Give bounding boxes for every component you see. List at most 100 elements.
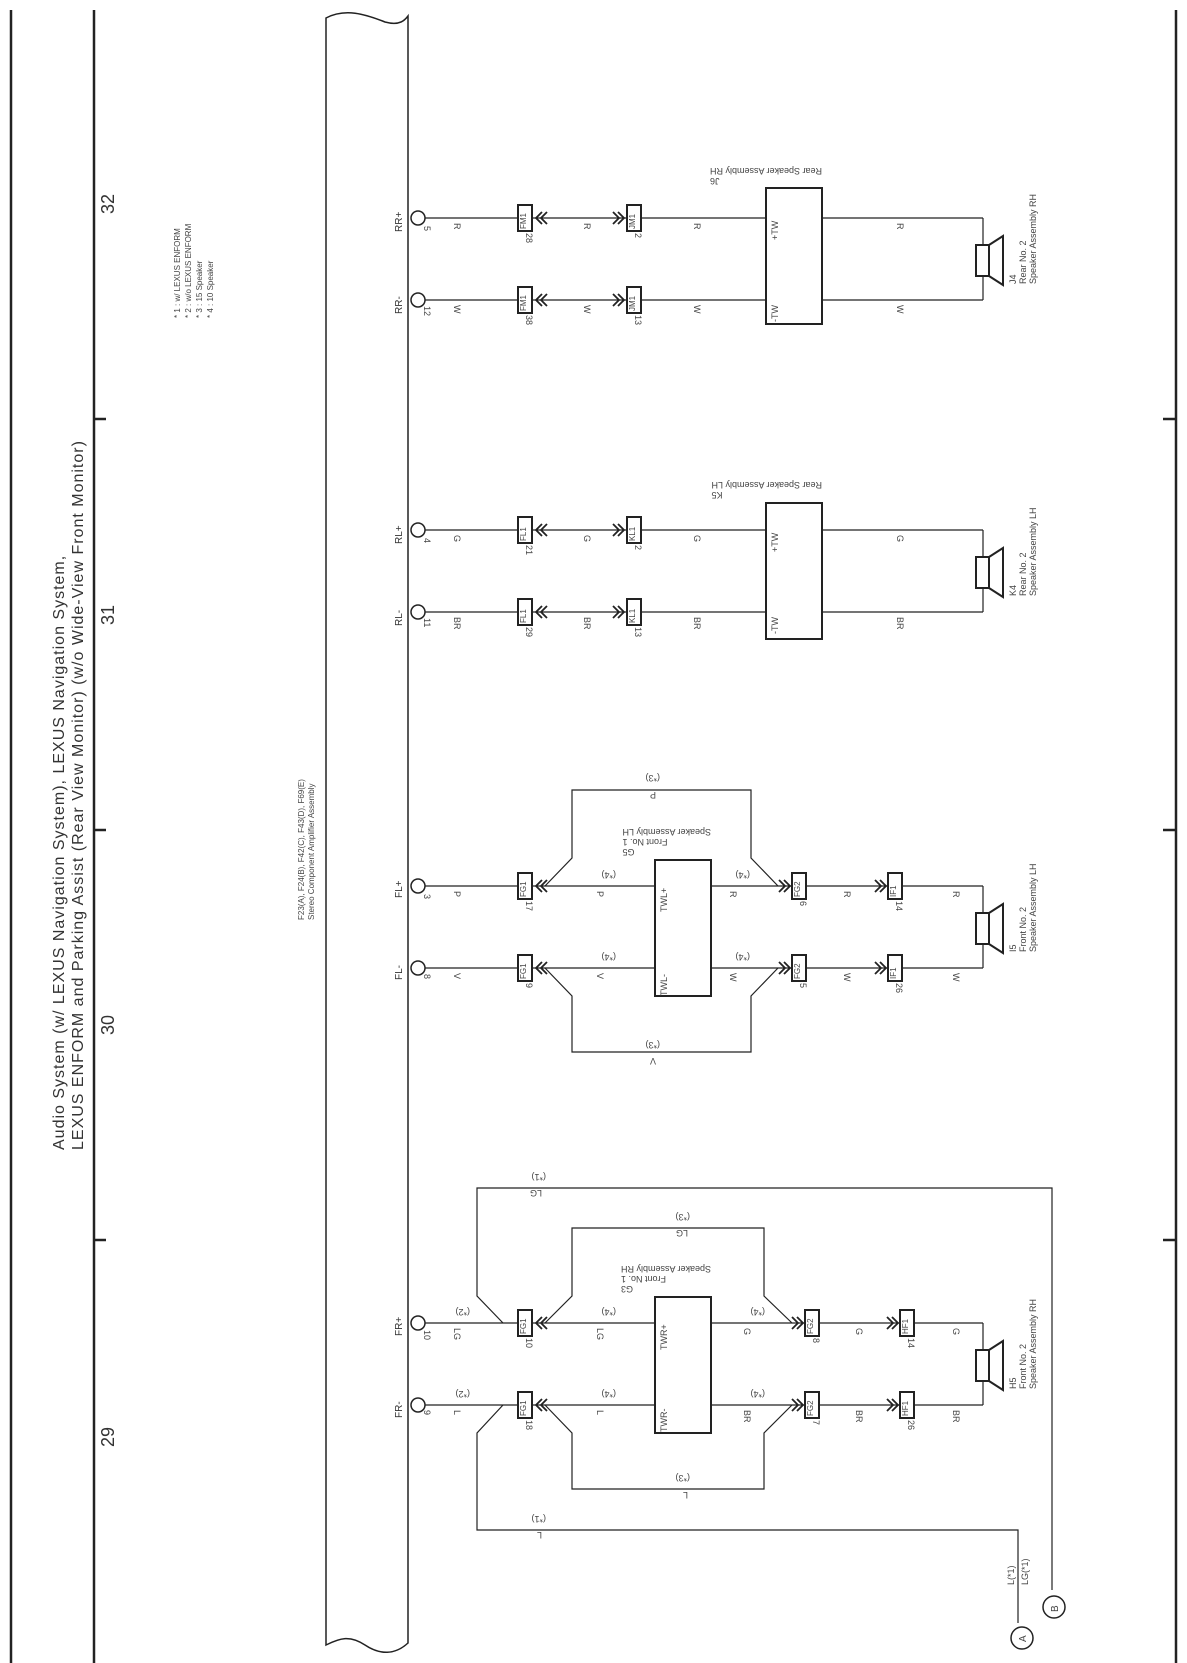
junction-b: B	[1050, 1605, 1061, 1612]
connector-code: IF1	[889, 967, 898, 979]
connector-pin: 7	[811, 1420, 821, 1426]
connector-pin: 21	[524, 545, 534, 556]
wire-note: (*2)	[455, 1389, 470, 1399]
terminal-label: FL+	[394, 880, 405, 898]
wire-color: G	[895, 535, 905, 543]
junction-a: A	[1018, 1635, 1029, 1642]
connector-pin: 26	[894, 983, 904, 994]
speaker-name: Front No. 2	[1018, 906, 1028, 952]
pin-number: 4	[422, 538, 432, 544]
speaker-label-i5: I5 Front No. 2 Speaker Assembly LH	[1008, 863, 1038, 952]
terminal-minus: -TW	[770, 617, 780, 634]
connector-code: FG1	[519, 1318, 528, 1334]
wire-note: (*4)	[750, 1307, 765, 1317]
speaker-name: Speaker Assembly RH	[1028, 193, 1038, 284]
speaker-code: I5	[1008, 944, 1018, 952]
connector-code: FG2	[806, 1318, 815, 1334]
pin-number: 5	[422, 226, 432, 232]
connector-code: FM1	[519, 295, 528, 311]
connector-pin: 8	[811, 1338, 821, 1344]
wire-color: BR	[582, 617, 592, 630]
component-name: Speaker Assembly RH	[620, 1264, 711, 1274]
wire-color: P	[452, 891, 462, 898]
terminal-label: FL-	[394, 965, 405, 980]
connector-pin: 10	[524, 1338, 534, 1349]
diagram-title: Audio System (w/ LEXUS Navigation System…	[50, 440, 88, 1150]
wire-color: P	[595, 891, 605, 898]
connector-pin: 14	[906, 1338, 916, 1349]
terminal-minus: -TW	[770, 305, 780, 322]
wire-color: V	[595, 973, 605, 980]
wire-color: R	[582, 223, 592, 230]
wire-color: BR	[854, 1410, 864, 1423]
component-code: K5	[711, 490, 723, 500]
wire-note: (*3)	[675, 1212, 690, 1222]
connector-code: FG1	[519, 881, 528, 897]
wire-color: R	[951, 891, 961, 898]
speaker-label-k4: K4 Rear No. 2 Speaker Assembly LH	[1008, 507, 1038, 596]
wire-color: LG	[595, 1328, 605, 1341]
speaker-label-j4: J4 Rear No. 2 Speaker Assembly RH	[1008, 194, 1038, 284]
connector-pin: 28	[524, 233, 534, 244]
component-label-g5: G5 Front No. 1 Speaker Assembly LH	[622, 827, 711, 857]
connector-code: FL1	[519, 609, 528, 623]
wire-color: W	[842, 973, 852, 982]
wire-color: W	[728, 973, 738, 982]
connector-pin: 2	[633, 233, 643, 239]
wire-note: (*4)	[601, 952, 616, 962]
connector-pin: 6	[798, 901, 808, 907]
component-label-j6: J6 Rear Speaker Assembly RH	[710, 166, 822, 186]
wire-note: (*4)	[601, 1307, 616, 1317]
wire-color: LG	[452, 1328, 462, 1341]
component-label-k5: K5 Rear Speaker Assembly LH	[711, 480, 822, 500]
terminal-plus: TWR+	[659, 1324, 669, 1350]
connector-code: FG2	[793, 963, 802, 979]
amplifier-connectors: F23(A), F24(B), F42(C), F43(D), F69(E)	[297, 779, 306, 920]
wire-note: (*3)	[645, 1040, 660, 1050]
terminal-plus: TWL+	[659, 887, 669, 912]
speaker-code: H5	[1008, 1377, 1018, 1389]
connector-pin: 26	[906, 1420, 916, 1431]
wire-color: L	[595, 1410, 605, 1416]
wire-color: G	[742, 1328, 752, 1336]
wire-color: BR	[742, 1410, 752, 1423]
connector-pin: 13	[633, 627, 643, 638]
component-name: Front No. 1	[622, 837, 668, 847]
terminal-plus: +TW	[770, 532, 780, 552]
speaker-label-h5: H5 Front No. 2 Speaker Assembly RH	[1008, 1299, 1038, 1389]
pin-number: 3	[422, 894, 432, 900]
wire-color: R	[895, 223, 905, 230]
wire-color: G	[452, 535, 462, 543]
connector-code: KL1	[628, 608, 637, 623]
terminal-label: FR+	[394, 1316, 405, 1336]
wire-note: (*2)	[455, 1307, 470, 1317]
notes-legend: * 1 : w/ LEXUS ENFORM * 2 : w/o LEXUS EN…	[172, 224, 216, 318]
wire-color: W	[692, 305, 702, 314]
speaker-name: Speaker Assembly RH	[1028, 1298, 1038, 1389]
wire-note: (*4)	[750, 1389, 765, 1399]
wire-color: LG	[529, 1188, 542, 1198]
wire-note: (*3)	[645, 773, 660, 783]
wire-color: L	[682, 1490, 688, 1500]
note-2: * 2 : w/o LEXUS ENFORM	[184, 223, 193, 318]
speaker-name: Speaker Assembly LH	[1028, 507, 1038, 596]
wire-note: (*1)	[531, 1172, 546, 1182]
wire-color: W	[951, 973, 961, 982]
connector-pin: 17	[524, 901, 534, 912]
wire-note: (*3)	[675, 1473, 690, 1483]
connector-pin: 5	[798, 983, 808, 989]
connector-pin: 14	[894, 901, 904, 912]
wire-color: BR	[692, 617, 702, 630]
wire-note: (*4)	[601, 1389, 616, 1399]
component-code: J6	[709, 176, 720, 186]
title-line-1: Audio System (w/ LEXUS Navigation System…	[51, 554, 68, 1150]
terminal-minus: TWR-	[659, 1408, 669, 1433]
speaker-icon	[976, 236, 1004, 286]
wire-color: BR	[951, 1410, 961, 1423]
connector-pin: 13	[633, 315, 643, 326]
wire-color: R	[692, 223, 702, 230]
speaker-icon	[976, 548, 1004, 598]
wire-color: G	[582, 535, 592, 543]
connector-code: KL1	[628, 526, 637, 541]
terminal-plus: +TW	[770, 220, 780, 240]
